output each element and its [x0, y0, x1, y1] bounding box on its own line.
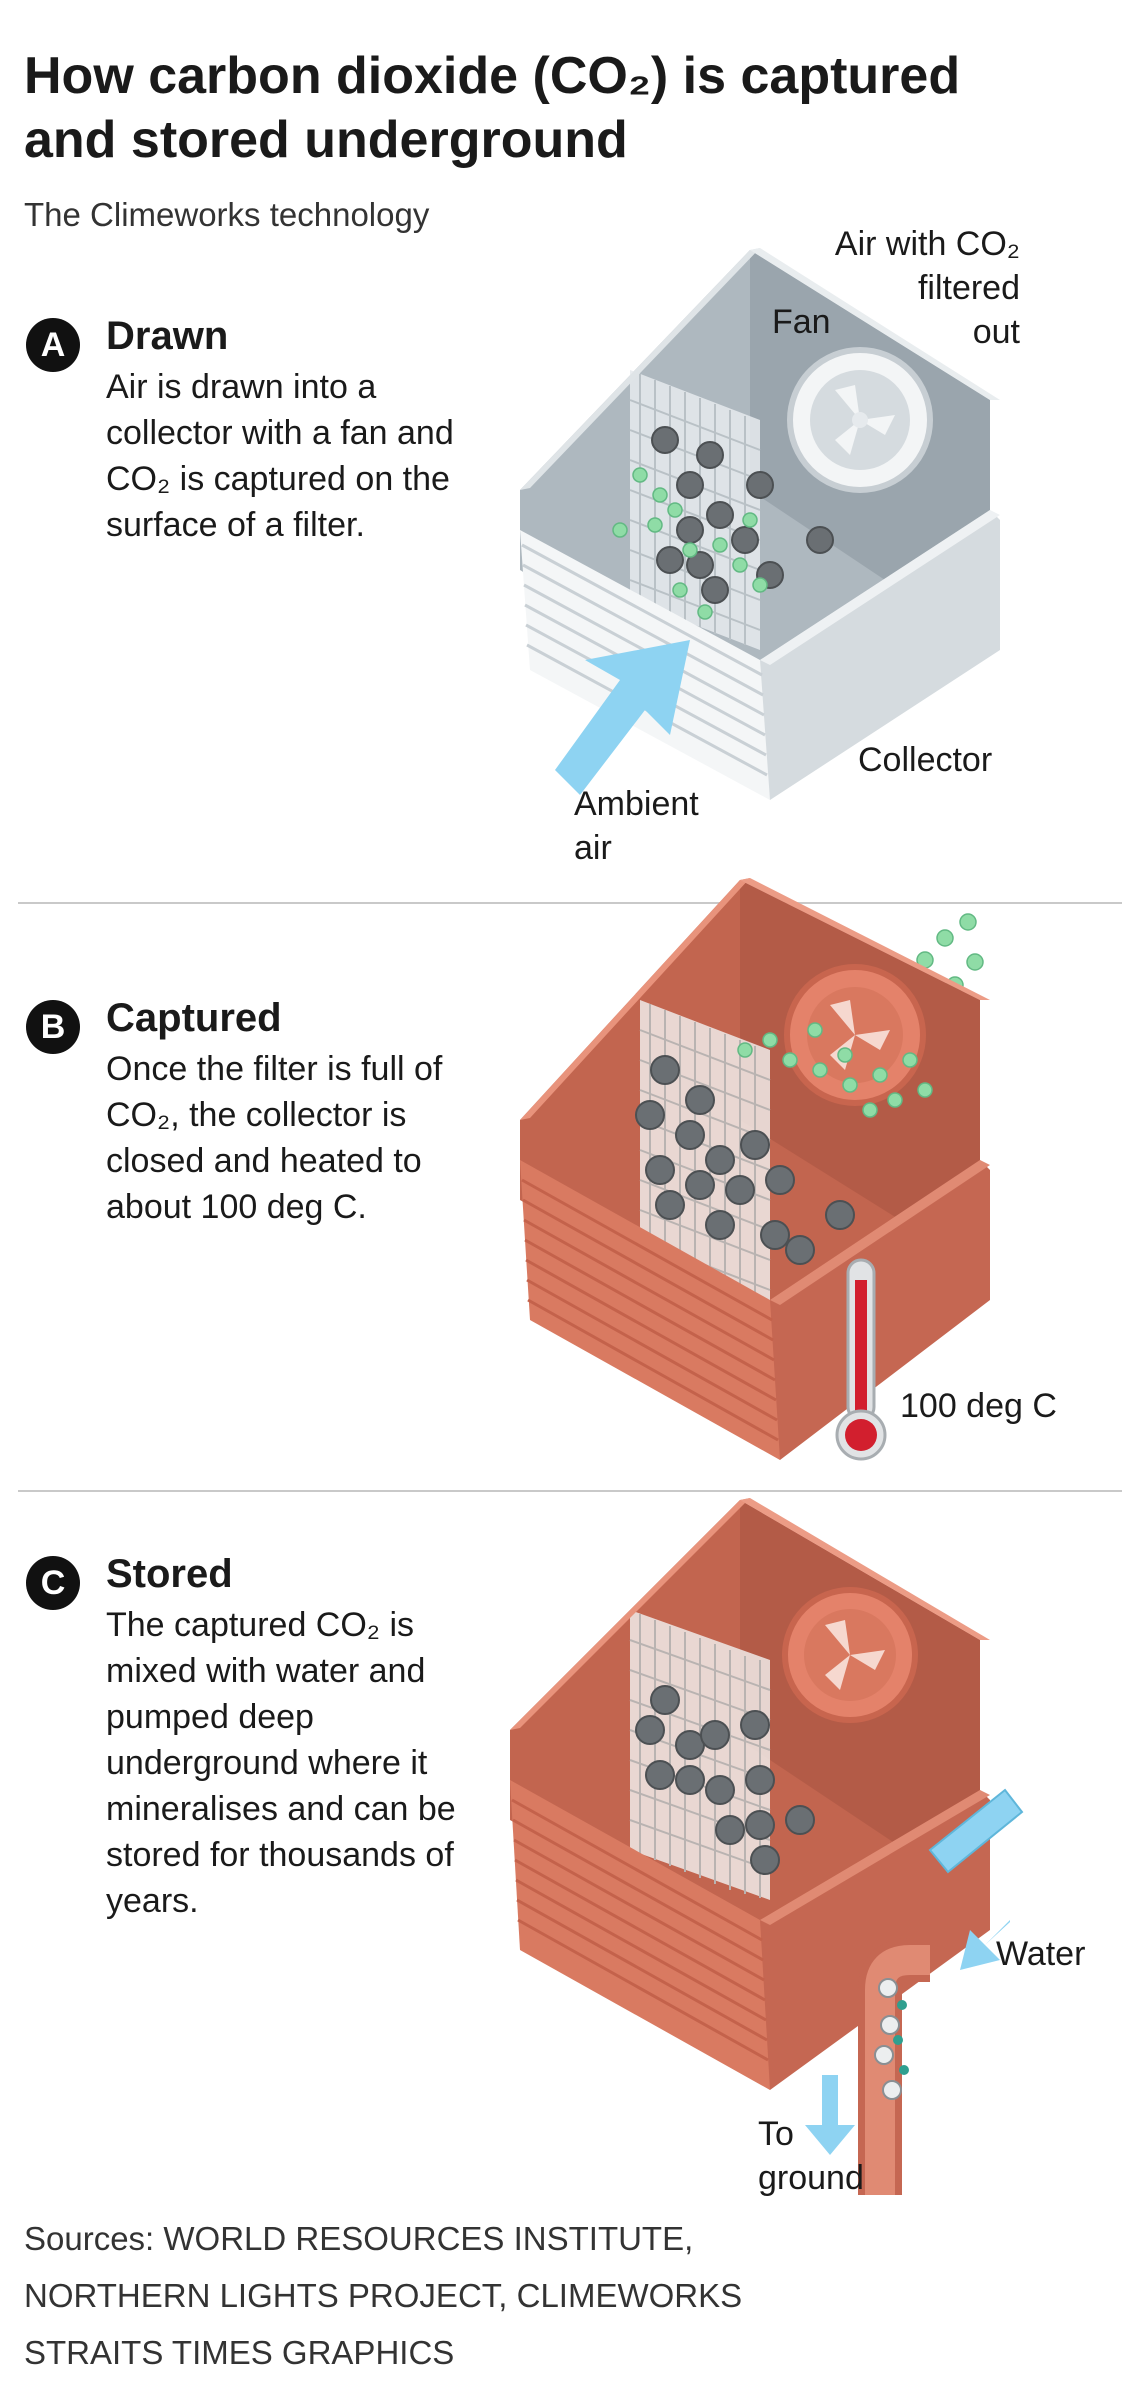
- sources-line-1: Sources: WORLD RESOURCES INSTITUTE,: [24, 2210, 742, 2267]
- label-water: Water: [996, 1932, 1085, 1976]
- title-line-2: and stored underground: [24, 108, 1084, 172]
- label-temperature: 100 deg C: [900, 1384, 1057, 1428]
- page-title: How carbon dioxide (CO₂) is captured and…: [24, 44, 1084, 172]
- collector-storage-illustration: [0, 1490, 1140, 2210]
- sources-line-2: NORTHERN LIGHTS PROJECT, CLIMEWORKS: [24, 2267, 742, 2324]
- subtitle: The Climeworks technology: [24, 196, 429, 234]
- label-to-ground: To ground: [758, 2112, 864, 2200]
- graphics-credit: STRAITS TIMES GRAPHICS: [24, 2324, 742, 2381]
- fan-icon: [790, 350, 930, 490]
- label-collector: Collector: [858, 738, 992, 782]
- sources-credit: Sources: WORLD RESOURCES INSTITUTE, NORT…: [24, 2210, 742, 2381]
- label-ambient-air: Ambient air: [574, 782, 699, 870]
- fan-icon: [785, 1590, 915, 1720]
- title-line-1: How carbon dioxide (CO₂) is captured: [24, 44, 1084, 108]
- label-fan: Fan: [772, 300, 831, 344]
